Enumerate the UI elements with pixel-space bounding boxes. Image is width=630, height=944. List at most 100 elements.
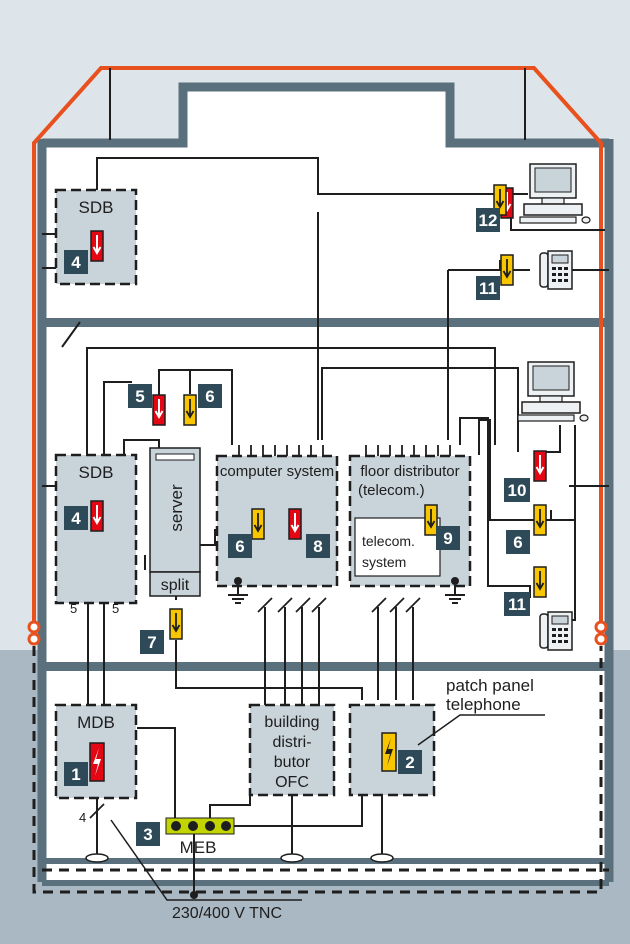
marker-6-computer: 6 (235, 537, 244, 556)
marker-box (436, 526, 460, 550)
marker-6-top: 6 (205, 387, 214, 406)
marker-box (128, 384, 152, 408)
test-joint-left-2 (27, 632, 41, 646)
supply-label: 230/400 V TNC (172, 905, 282, 922)
marker-box (476, 208, 500, 232)
patch-panel-label-1: patch panel (446, 676, 534, 695)
conductor-count-label: 5 (70, 601, 77, 616)
marker-4-top: 4 (71, 253, 81, 272)
marker-7: 7 (147, 633, 156, 652)
marker-12: 12 (479, 211, 498, 230)
marker-box (140, 630, 164, 654)
conductor-count-label: 4 (79, 810, 86, 825)
mdb-label: MDB (77, 713, 115, 732)
marker-box (398, 750, 422, 774)
marker-8: 8 (313, 537, 322, 556)
spd-4-top (90, 230, 104, 262)
computer-system-ports (238, 445, 324, 456)
sdb-mid-label: SDB (79, 463, 114, 482)
telecom-system-label-1: telecom. (362, 533, 415, 549)
marker-5: 5 (135, 387, 144, 406)
server-box (149, 447, 201, 573)
computer-earth-point (234, 577, 242, 585)
meb-terminal (171, 821, 181, 831)
spd-6-computer (251, 508, 265, 540)
floor-distributor-ports (365, 445, 451, 456)
meb-terminal (221, 821, 231, 831)
spd-6-right (533, 504, 547, 536)
spd-9-floor (424, 504, 438, 536)
meb-terminal (188, 821, 198, 831)
marker-box (504, 478, 530, 502)
marker-box (136, 822, 160, 846)
marker-box (306, 534, 330, 558)
server-label: server (167, 484, 186, 532)
telephone-icon (539, 611, 573, 651)
marker-9: 9 (443, 529, 452, 548)
building-distributor-label-1: building (264, 714, 319, 731)
floor-slab-2 (42, 662, 609, 671)
spd-5 (152, 394, 166, 426)
marker-2: 2 (405, 753, 414, 772)
number-markers: 4 4 5 6 6 8 9 7 12 11 10 6 11 1 2 3 (64, 208, 530, 846)
marker-box (64, 506, 88, 530)
marker-box (506, 530, 530, 554)
meb-bar (165, 817, 235, 835)
marker-6-right: 6 (513, 533, 522, 552)
conductor-count-label: 5 (112, 601, 119, 616)
floor-slab-4 (42, 880, 609, 886)
building-distributor-label-3: butor (274, 754, 311, 771)
spd-6-top (183, 394, 197, 426)
foundation-earth-electrode (32, 646, 603, 894)
spd-11-bottom (533, 566, 547, 598)
floor-distributor-label-2: (telecom.) (358, 482, 425, 499)
marker-4-mid: 4 (71, 509, 81, 528)
test-joint-right (594, 620, 608, 634)
marker-3: 3 (143, 825, 152, 844)
meb-label: MEB (180, 838, 217, 857)
test-joint-left (27, 620, 41, 634)
spd-2-patch (381, 732, 397, 772)
spd-8-computer (288, 508, 302, 540)
computer-system-label: computer system (220, 463, 334, 480)
marker-11-top: 11 (479, 279, 497, 298)
marker-10: 10 (508, 481, 527, 500)
floor-earth-point (451, 577, 459, 585)
spd-7 (169, 608, 183, 640)
telecom-system-label-2: system (362, 554, 406, 570)
server-drive (155, 453, 195, 461)
marker-11-bottom: 11 (508, 595, 526, 614)
split-label: split (161, 577, 190, 594)
test-joint-right-2 (594, 632, 608, 646)
building-roof (42, 82, 609, 148)
computer-system-panel (215, 454, 339, 588)
telephone-icon (539, 250, 573, 290)
floor-slab-3 (42, 858, 609, 864)
patch-panel-label-2: telephone (446, 695, 521, 714)
spd-11-top (500, 254, 514, 286)
marker-box (198, 384, 222, 408)
spd-1-mdb (89, 742, 105, 782)
floor-distributor-label-1: floor distributor (360, 463, 459, 480)
supply-leader (110, 819, 302, 901)
building-distributor-panel (248, 703, 336, 797)
ground-rod (85, 853, 109, 863)
split-box (149, 571, 201, 597)
ground-rod (370, 853, 394, 863)
sdb-top-label: SDB (79, 198, 114, 217)
marker-box (64, 762, 88, 786)
marker-box (504, 592, 530, 616)
floor-slab-1 (42, 318, 609, 327)
ground-rod (280, 853, 304, 863)
marker-1: 1 (71, 765, 80, 784)
marker-box (64, 250, 88, 274)
spd-10 (533, 450, 547, 482)
building-distributor-label-4: OFC (275, 774, 309, 791)
patch-panel-leader (417, 714, 545, 746)
earth-connection-point (190, 891, 198, 899)
marker-box (228, 534, 252, 558)
spd-4-mid (90, 500, 104, 532)
building-distributor-label-2: distri- (272, 734, 311, 751)
